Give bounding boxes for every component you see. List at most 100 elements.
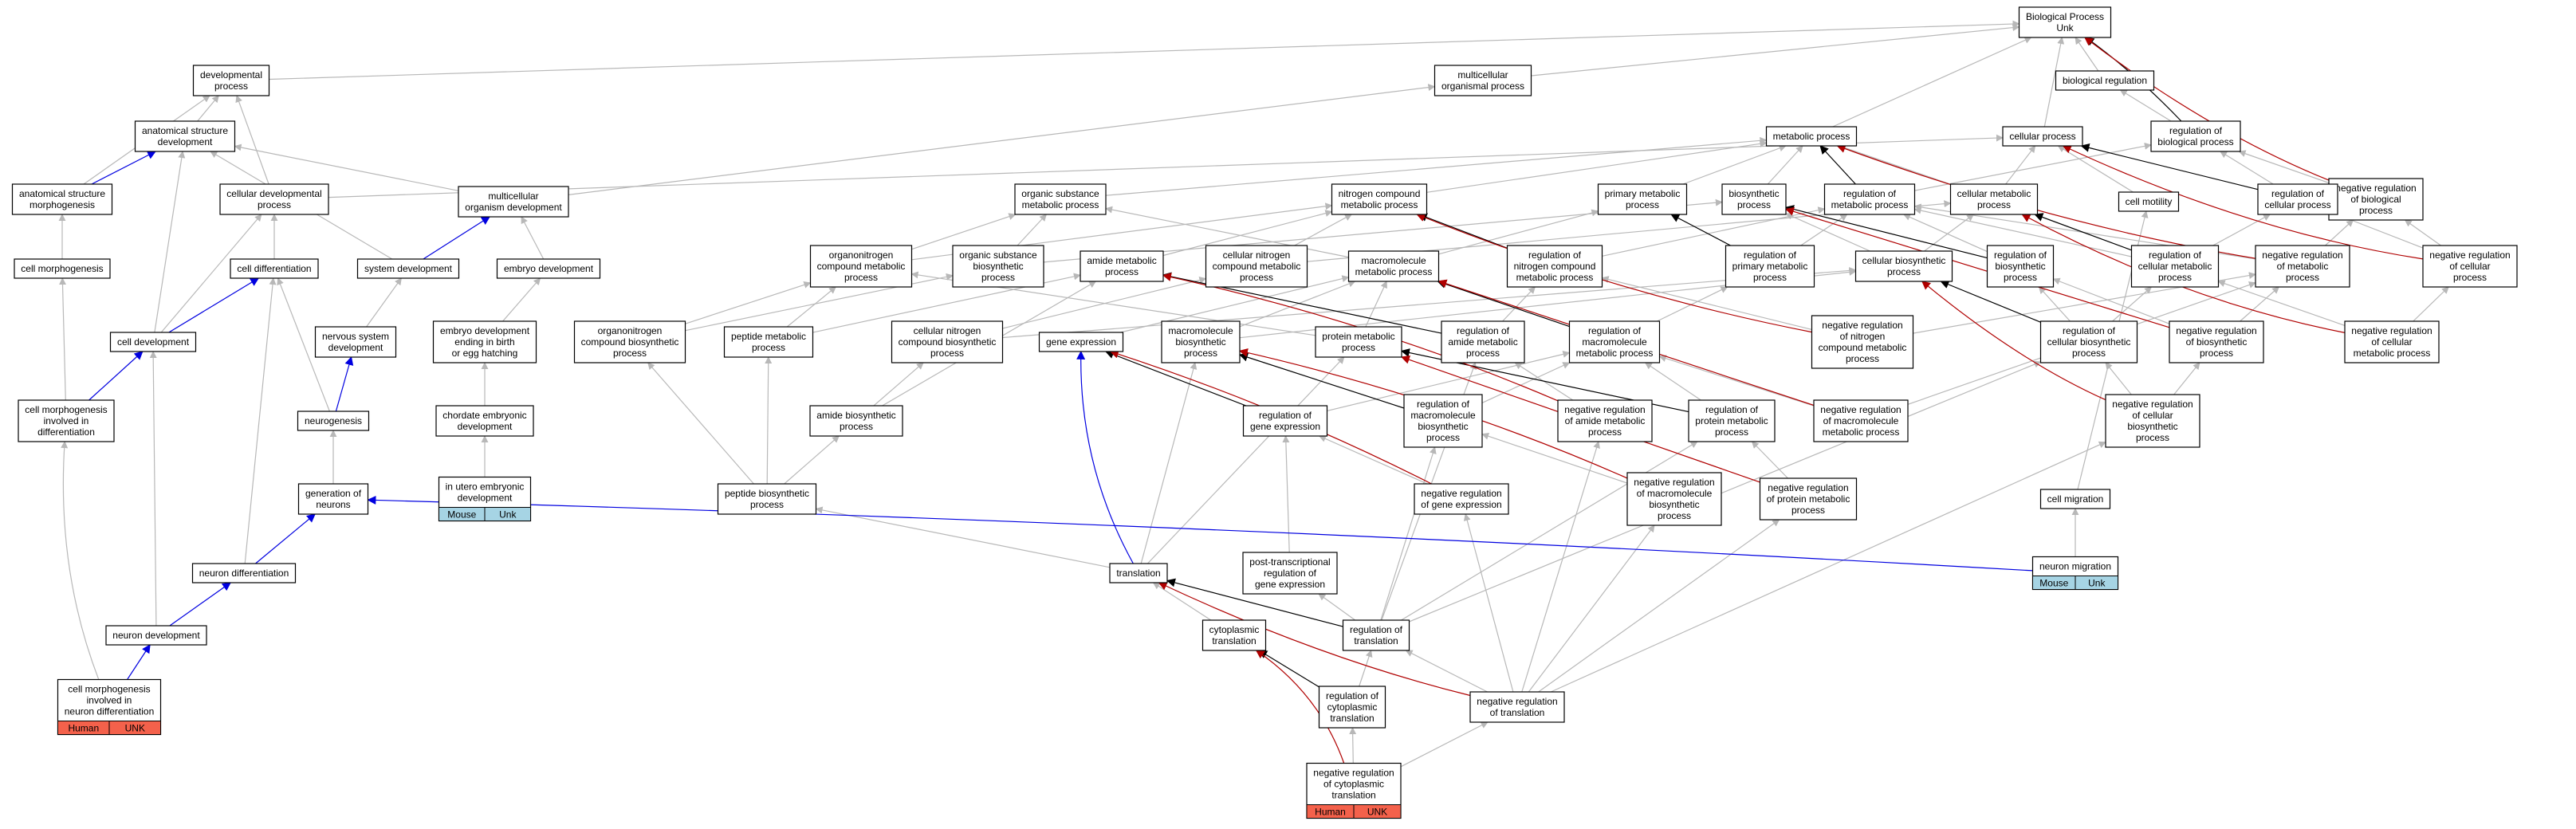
go-term-node-cell-mot[interactable]: cell motility <box>2118 191 2180 212</box>
node-label-line: cellular process <box>2009 131 2075 142</box>
go-term-node-cell-proc[interactable]: cellular process <box>2002 126 2083 147</box>
node-box <box>2039 320 2138 363</box>
node-label-line: regulation of <box>2271 188 2325 199</box>
go-term-node-cell-morph[interactable]: cell morphogenesis <box>14 258 111 279</box>
go-term-node-emb-dev[interactable]: embryo development <box>496 258 601 279</box>
go-term-node-cell-migr[interactable]: cell migration <box>2039 489 2111 509</box>
node-box <box>219 183 329 215</box>
go-term-node-neuron-diff[interactable]: neuron differentiation <box>191 563 297 583</box>
go-term-node-gene-expr[interactable]: gene expression <box>1038 332 1124 352</box>
edge-is-a-reg_met-to-reg_bio <box>1914 142 2152 191</box>
go-term-node-met-proc[interactable]: metabolic process <box>1765 126 1858 147</box>
go-term-node-reg-macro-bios[interactable]: regulation ofmacromoleculebiosyntheticpr… <box>1403 394 1483 448</box>
edge-regulates-cell_devt-to-cell_diff <box>168 277 260 333</box>
node-label-line: development <box>458 493 513 504</box>
node-label-line: embryo development <box>440 325 530 336</box>
edge-is-a-cell_dev_proc-to-dev_proc <box>235 95 269 185</box>
node-label-line: cellular metabolic <box>1957 188 2031 199</box>
go-term-node-cell-devt[interactable]: cell development <box>109 332 197 352</box>
edge-is-a-macro_bios-to-macro_met <box>1239 280 1356 328</box>
go-term-node-neurogen[interactable]: neurogenesis <box>297 411 370 431</box>
node-label-line: process <box>750 499 784 510</box>
node-label-line: neuron migration <box>2039 561 2111 572</box>
edge-part-of-reg_trans-to-translation <box>1166 578 1343 627</box>
go-term-node-bio-reg[interactable]: biological regulation <box>2055 70 2155 91</box>
go-term-node-translation[interactable]: translation <box>1109 563 1168 583</box>
go-term-node-neuron-dev[interactable]: neuron development <box>105 625 207 646</box>
edge-part-of-reg_cyto_trans-to-cyto_trans <box>1258 650 1319 688</box>
node-box <box>297 411 370 431</box>
go-term-node-sys-dev[interactable]: system development <box>356 258 460 279</box>
node-label-line: organismal process <box>1441 81 1524 92</box>
node-label-line: process <box>1466 348 1500 359</box>
node-box <box>891 320 1004 363</box>
node-box <box>2105 394 2200 448</box>
node-label-line: metabolic process <box>1341 199 1418 210</box>
go-term-node-cell-diff[interactable]: cell differentiation <box>230 258 319 279</box>
